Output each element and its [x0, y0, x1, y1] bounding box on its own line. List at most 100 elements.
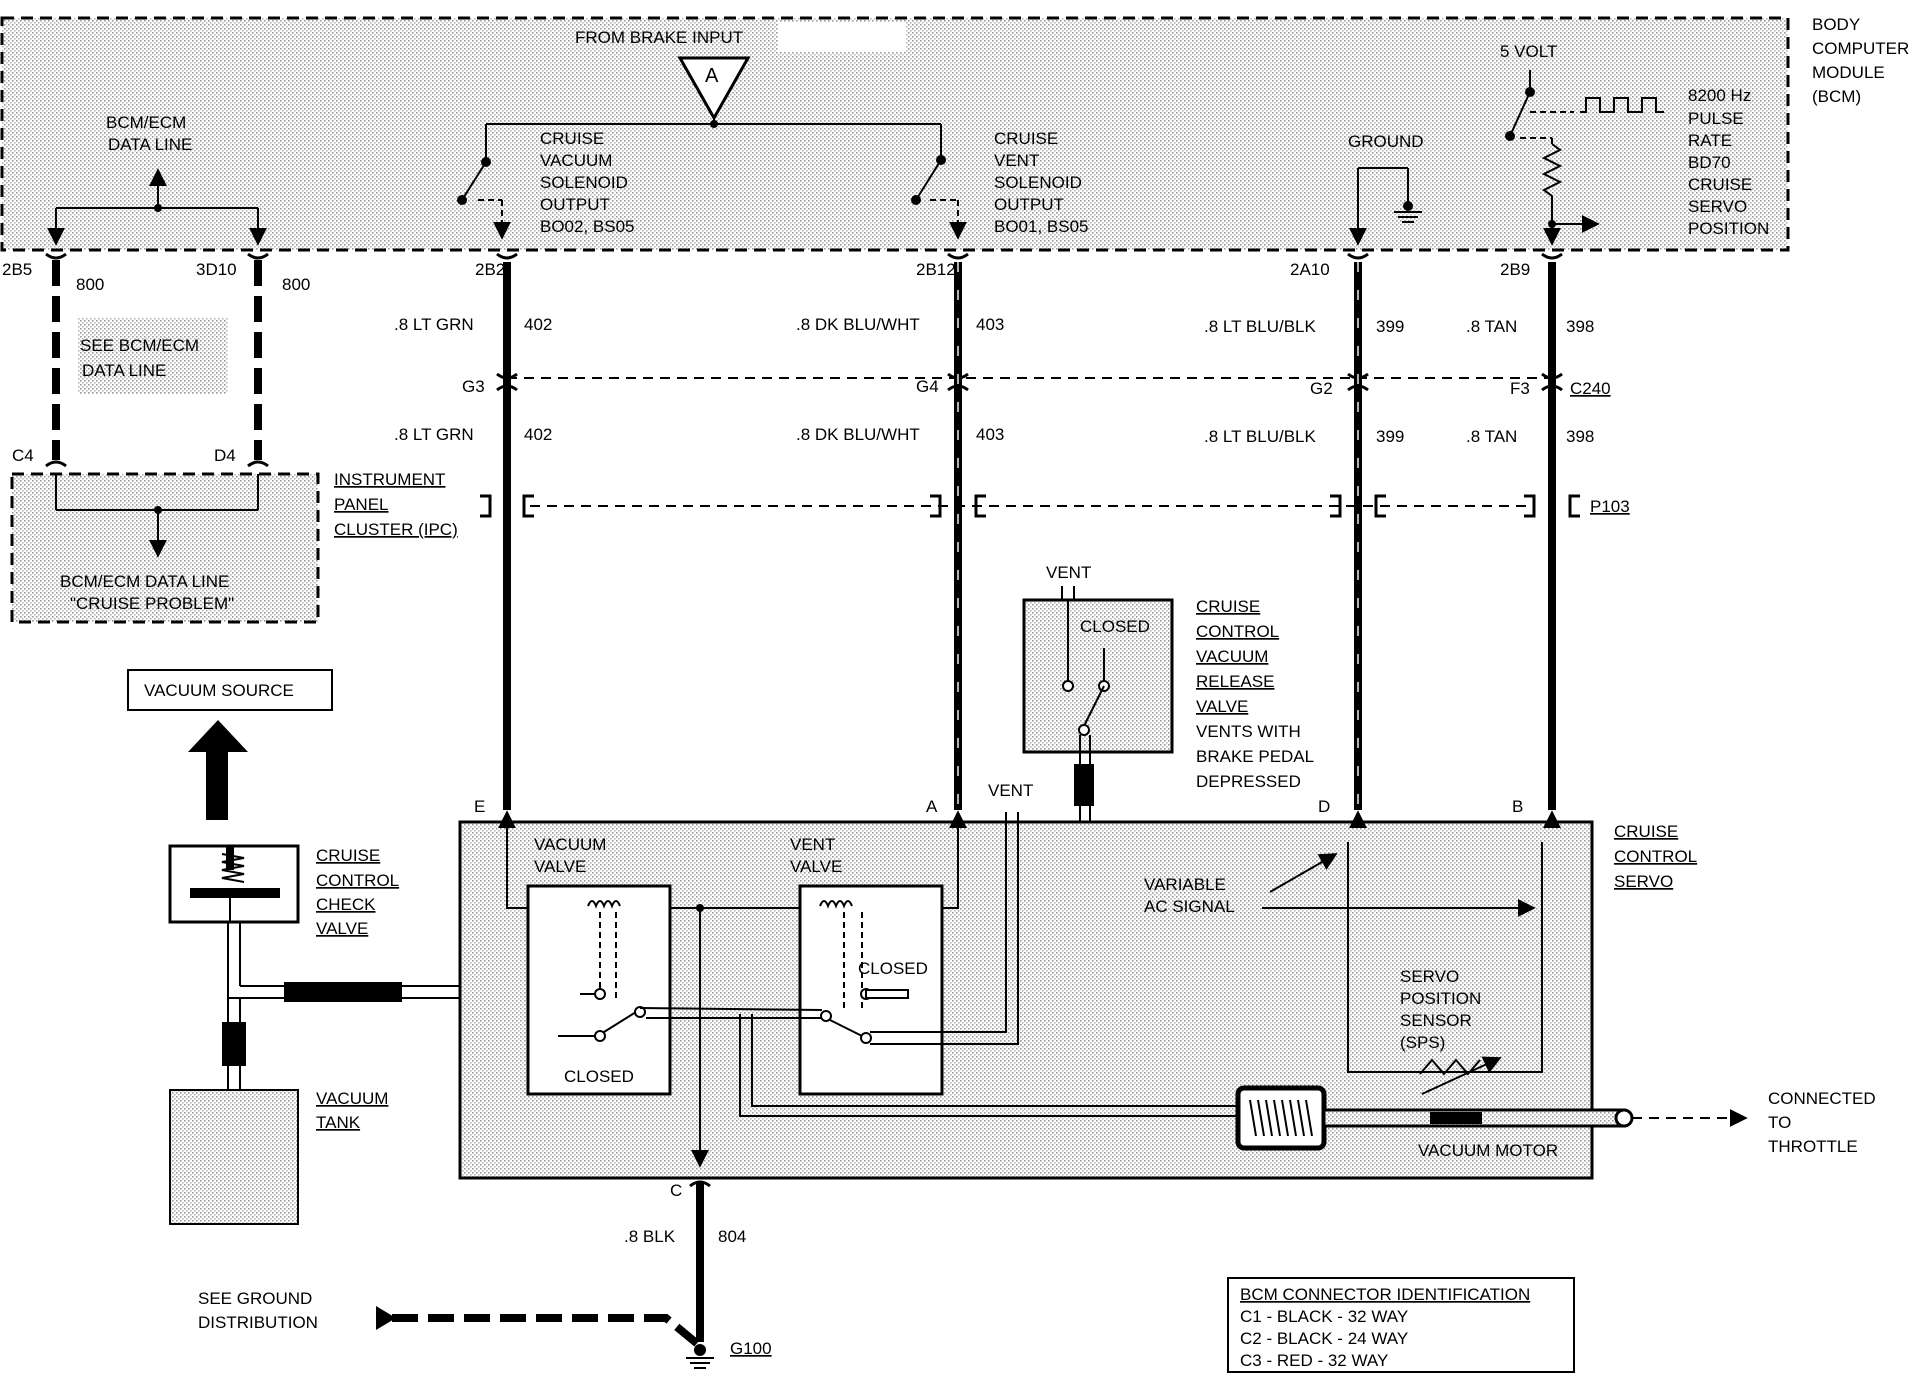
svg-text:.8 LT BLU/BLK: .8 LT BLU/BLK: [1204, 427, 1316, 446]
svg-text:2B2: 2B2: [475, 260, 505, 279]
svg-text:F3: F3: [1510, 379, 1530, 398]
main-harness: 2B2 .8 LT GRN 402 G3 .8 LT GRN 402 2B12 …: [394, 252, 1630, 810]
ac-signal-label: VARIABLE: [1144, 875, 1226, 894]
svg-text:VALVE: VALVE: [1196, 697, 1248, 716]
p103-label: P103: [1590, 497, 1630, 516]
svg-text:BO01, BS05: BO01, BS05: [994, 217, 1089, 236]
svg-text:"CRUISE PROBLEM": "CRUISE PROBLEM": [70, 594, 234, 613]
svg-text:VALVE: VALVE: [790, 857, 842, 876]
svg-text:POSITION: POSITION: [1688, 219, 1769, 238]
circuit-800-b: 800: [282, 275, 310, 294]
svg-text:VACUUM: VACUUM: [540, 151, 612, 170]
svg-text:MODULE: MODULE: [1812, 63, 1885, 82]
svg-text:A: A: [926, 797, 938, 816]
svg-text:SERVO: SERVO: [1614, 872, 1673, 891]
svg-text:VALVE: VALVE: [534, 857, 586, 876]
vent-solenoid-label: CRUISE VENT SOLENOID OUTPUT BO01, BS05: [994, 129, 1089, 236]
svg-text:GROUND: GROUND: [1348, 132, 1424, 151]
svg-text:PULSE: PULSE: [1688, 109, 1744, 128]
svg-text:399: 399: [1376, 317, 1404, 336]
vacuum-motor: [1235, 1085, 1748, 1151]
svg-text:G4: G4: [916, 377, 939, 396]
pin-d4: D4: [214, 446, 236, 465]
svg-text:2A10: 2A10: [1290, 260, 1330, 279]
svg-text:.8 TAN: .8 TAN: [1466, 427, 1517, 446]
vacuum-supply: VACUUM SOURCE CRUISE CONTROL CHECK VALVE…: [127, 669, 590, 1225]
svg-text:SOLENOID: SOLENOID: [994, 173, 1082, 192]
svg-text:CRUISE: CRUISE: [1688, 175, 1752, 194]
bcm-connector-identification: BCM CONNECTOR IDENTIFICATION C1 - BLACK …: [1227, 1277, 1575, 1373]
svg-text:COMPUTER: COMPUTER: [1812, 39, 1909, 58]
svg-text:DATA LINE: DATA LINE: [108, 135, 192, 154]
ground-distribution-label: SEE GROUND: [198, 1289, 312, 1308]
vacuum-tank-label: VACUUM: [316, 1089, 388, 1108]
svg-text:TANK: TANK: [316, 1113, 361, 1132]
ipc-label: INSTRUMENT: [334, 470, 445, 489]
ipc-message: BCM/ECM DATA LINE: [60, 572, 229, 591]
svg-text:(SPS): (SPS): [1400, 1033, 1445, 1052]
svg-text:G2: G2: [1310, 379, 1333, 398]
svg-text:OUTPUT: OUTPUT: [994, 195, 1064, 214]
check-valve-label: CRUISE: [316, 846, 380, 865]
svg-text:BD70: BD70: [1688, 153, 1731, 172]
svg-text:398: 398: [1566, 317, 1594, 336]
svg-text:2B9: 2B9: [1500, 260, 1530, 279]
svg-text:RATE: RATE: [1688, 131, 1732, 150]
svg-text:DISTRIBUTION: DISTRIBUTION: [198, 1313, 318, 1332]
sps-label: SERVO: [1400, 967, 1459, 986]
svg-text:BCM/ECM: BCM/ECM: [106, 113, 186, 132]
cruise-control-servo: E A D B CLOSED VACUUM VALVE: [458, 781, 1876, 1180]
svg-text:SOLENOID: SOLENOID: [540, 173, 628, 192]
svg-text:DATA LINE: DATA LINE: [82, 361, 166, 380]
svg-text:SENSOR: SENSOR: [1400, 1011, 1472, 1030]
c240-label: C240: [1570, 379, 1611, 398]
svg-text:.8 LT GRN: .8 LT GRN: [394, 425, 474, 444]
svg-text:VENT: VENT: [790, 835, 835, 854]
throttle-label: CONNECTED: [1768, 1089, 1876, 1108]
svg-text:CONTROL: CONTROL: [316, 871, 399, 890]
bcm-five-volt-pulse: 5 VOLT 8200 Hz PULSE RATE BD70 CRUISE SE…: [1500, 42, 1769, 246]
svg-text:398: 398: [1566, 427, 1594, 446]
svg-text:402: 402: [524, 315, 552, 334]
svg-text:.8 DK BLU/WHT: .8 DK BLU/WHT: [796, 315, 920, 334]
instrument-panel-cluster: BCM/ECM DATA LINE "CRUISE PROBLEM" INSTR…: [10, 470, 458, 624]
svg-text:CRUISE: CRUISE: [994, 129, 1058, 148]
release-valve-label: CRUISE: [1196, 597, 1260, 616]
svg-text:VACUUM: VACUUM: [534, 835, 606, 854]
svg-text:8200 Hz: 8200 Hz: [1688, 86, 1751, 105]
svg-text:C1 - BLACK - 32 WAY: C1 - BLACK - 32 WAY: [1240, 1307, 1408, 1326]
brake-input-symbol: A: [677, 56, 751, 124]
vacuum-tank: [169, 1089, 299, 1225]
svg-text:CONTROL: CONTROL: [1196, 622, 1279, 641]
svg-text:CLOSED: CLOSED: [564, 1067, 634, 1086]
connector-p103: [480, 494, 1580, 518]
vacuum-source-label: VACUUM SOURCE: [144, 681, 294, 700]
svg-text:.8 LT BLU/BLK: .8 LT BLU/BLK: [1204, 317, 1316, 336]
vacuum-solenoid-switch: [457, 124, 511, 240]
bcm-title: BODY COMPUTER MODULE (BCM): [1812, 15, 1909, 106]
svg-text:VENT: VENT: [988, 781, 1033, 800]
bcm-data-line-junction: BCM/ECM DATA LINE: [47, 113, 267, 246]
svg-text:402: 402: [524, 425, 552, 444]
svg-text:403: 403: [976, 315, 1004, 334]
svg-text:RELEASE: RELEASE: [1196, 672, 1274, 691]
servo-label: CRUISE: [1614, 822, 1678, 841]
svg-text:THROTTLE: THROTTLE: [1768, 1137, 1858, 1156]
svg-text:D: D: [1318, 797, 1330, 816]
svg-text:C: C: [670, 1181, 682, 1200]
svg-text:A: A: [705, 65, 719, 87]
ground-g100: G100: [730, 1339, 772, 1358]
vent-solenoid-switch: [911, 124, 967, 240]
svg-text:C2 - BLACK - 24 WAY: C2 - BLACK - 24 WAY: [1240, 1329, 1408, 1348]
svg-text:2B12: 2B12: [916, 260, 956, 279]
svg-text:VENT: VENT: [994, 151, 1039, 170]
svg-text:.8 TAN: .8 TAN: [1466, 317, 1517, 336]
svg-text:E: E: [474, 797, 485, 816]
svg-text:BO02, BS05: BO02, BS05: [540, 217, 635, 236]
svg-text:VENTS WITH: VENTS WITH: [1196, 722, 1301, 741]
see-data-line-label: SEE BCM/ECM: [80, 336, 199, 355]
svg-text:(BCM): (BCM): [1812, 87, 1861, 106]
ground-circuit: C .8 BLK 804 SEE GROUND DISTRIBUTION G10…: [198, 1180, 772, 1369]
check-valve: [168, 844, 300, 924]
